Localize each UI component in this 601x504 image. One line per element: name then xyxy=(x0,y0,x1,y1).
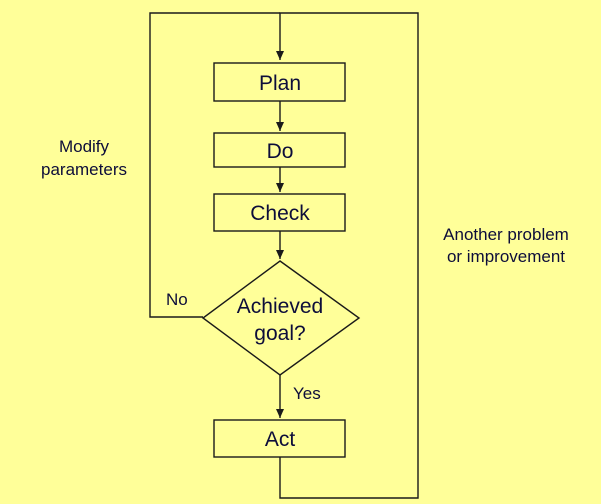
plan-label: Plan xyxy=(259,72,301,95)
another-problem-label-line1: Another problem xyxy=(443,225,569,244)
decision-label-line1: Achieved xyxy=(237,295,323,318)
decision-label-line2: goal? xyxy=(254,322,305,345)
act-step: Act xyxy=(213,419,346,458)
plan-step: Plan xyxy=(213,62,346,102)
modify-loop-line xyxy=(149,12,280,318)
another-problem-label-line2: or improvement xyxy=(447,247,565,266)
improvement-loop-line xyxy=(276,12,419,499)
decision-step: Achieved goal? xyxy=(201,260,361,376)
yes-branch-label: Yes xyxy=(293,384,321,403)
do-step: Do xyxy=(213,132,346,168)
modify-parameters-label-line2: parameters xyxy=(41,160,127,179)
check-label: Check xyxy=(250,202,310,225)
modify-parameters-label-line1: Modify xyxy=(59,137,110,156)
act-label: Act xyxy=(265,428,296,451)
do-label: Do xyxy=(267,140,294,163)
check-step: Check xyxy=(213,193,346,232)
no-branch-label: No xyxy=(166,290,188,309)
